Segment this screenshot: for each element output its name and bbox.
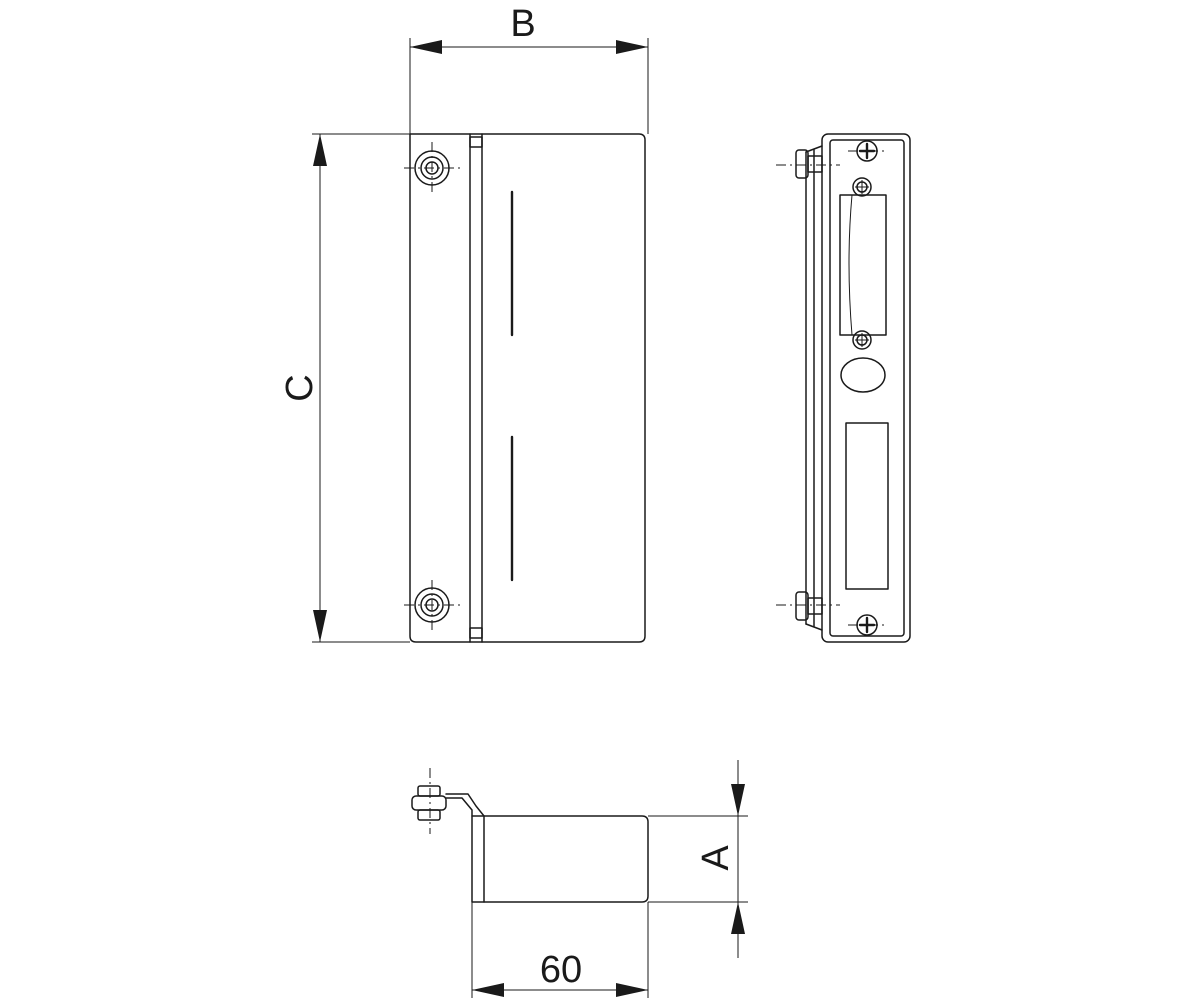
- side-window-bottom-screw-icon: [852, 330, 872, 350]
- bottom-view: A 60: [411, 760, 748, 998]
- dimension-a: A: [648, 760, 748, 958]
- side-bottom-crosshead-screw-icon: [848, 614, 886, 636]
- dimension-a-label: A: [695, 845, 737, 871]
- dimension-b-label: B: [510, 3, 535, 45]
- side-body-inner: [829, 139, 905, 637]
- bottom-screw-icon: [411, 768, 447, 834]
- dimension-b: B: [409, 3, 649, 134]
- side-lower-screw-icon: [776, 591, 840, 621]
- side-view: [776, 133, 911, 643]
- front-view: B C: [279, 3, 649, 643]
- bottom-hinge-arm: [445, 793, 485, 817]
- dimension-60-label: 60: [540, 949, 582, 991]
- front-top-tab: [469, 136, 483, 148]
- side-window-curve: [848, 194, 853, 336]
- side-flange-line-4: [805, 623, 823, 631]
- side-body-outer: [821, 133, 911, 643]
- front-upper-screw-icon: [404, 142, 460, 196]
- side-lower-slot: [845, 422, 889, 590]
- front-bottom-tab: [469, 627, 483, 639]
- side-oval-hole: [840, 357, 886, 393]
- side-window-top-screw-icon: [852, 177, 872, 197]
- side-upper-window: [839, 194, 887, 336]
- dimension-c: C: [279, 133, 410, 643]
- front-lower-screw-icon: [404, 580, 460, 630]
- side-upper-screw-icon: [776, 149, 840, 179]
- side-flange-line-3: [805, 145, 823, 153]
- dimension-60: 60: [471, 902, 649, 998]
- side-top-crosshead-screw-icon: [848, 140, 886, 162]
- bottom-box-outline: [471, 815, 649, 903]
- front-plate-outline: [409, 133, 646, 643]
- dimension-c-label: C: [279, 374, 321, 401]
